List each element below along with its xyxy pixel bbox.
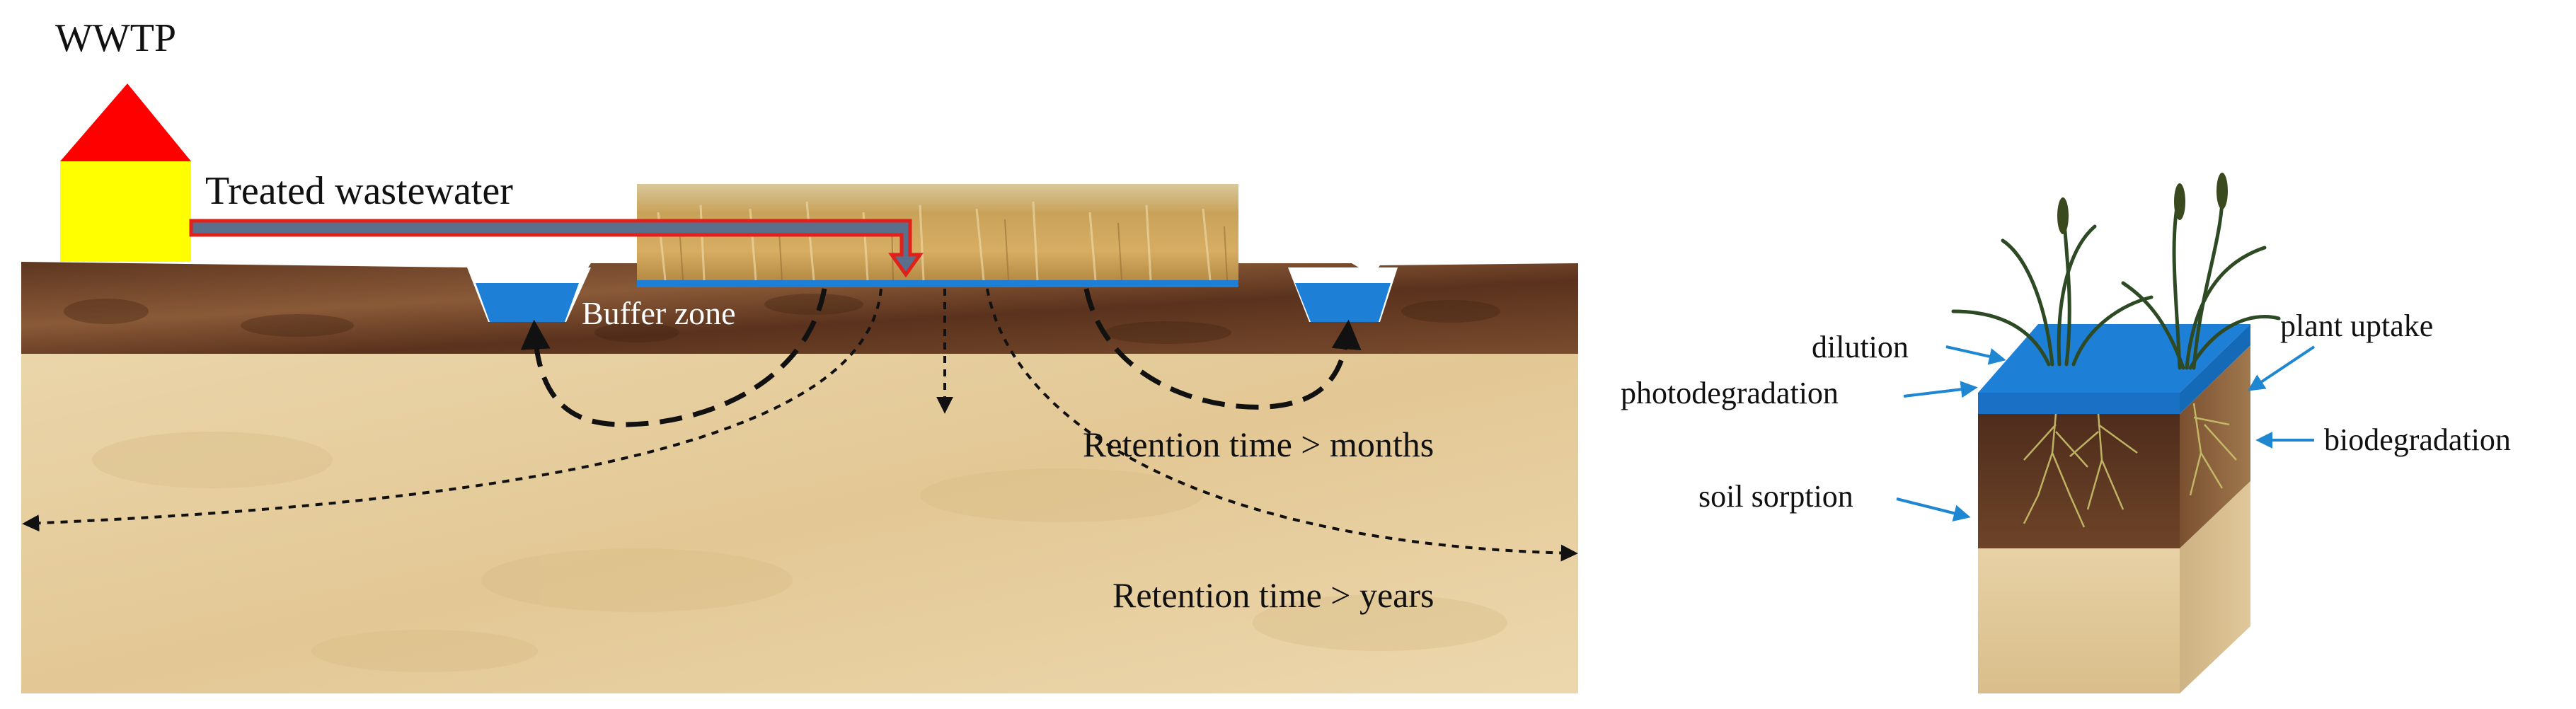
cube-water-top — [1978, 324, 2250, 393]
buffer-zone-label: Buffer zone — [582, 295, 736, 331]
subsoil-layer — [21, 350, 1578, 693]
dilution-arrow — [1945, 345, 2006, 365]
cube-water-side — [2180, 324, 2250, 414]
cube-subsoil-side — [2180, 481, 2250, 693]
root-system — [2023, 403, 2237, 528]
wetland-cross-section: WWTP Treated wastewater Buffer zone Rete… — [21, 16, 1578, 693]
cattail-heads — [2057, 173, 2228, 234]
process-dilution: dilution — [1812, 330, 1909, 364]
cube-subsoil-front — [1978, 548, 2180, 693]
process-photodegradation: photodegradation — [1621, 376, 1839, 410]
process-soil-sorption: soil sorption — [1698, 479, 1853, 514]
flow-arrow-left-loop — [520, 288, 827, 427]
cube-topsoil-front — [1978, 414, 2180, 548]
wwtp-roof — [60, 83, 191, 161]
flow-label: Treated wastewater — [205, 169, 513, 213]
process-plant-uptake: plant uptake — [2280, 309, 2433, 343]
wwtp-building — [60, 83, 191, 262]
process-biodegradation: biodegradation — [2324, 422, 2511, 457]
soil-sorption-arrow — [1896, 497, 1971, 521]
wwtp-wall — [60, 161, 191, 262]
soil-cube — [1951, 173, 2281, 693]
topsoil-texture — [64, 294, 1500, 344]
retention-months-label: Retention time > months — [1083, 425, 1434, 464]
plant-uptake-arrow — [2248, 345, 2316, 391]
wastewater-pipe — [189, 219, 924, 278]
wwtp-label: WWTP — [55, 16, 176, 60]
right-channel-water — [1295, 283, 1391, 322]
cube-water-front — [1978, 393, 2180, 414]
subsoil-texture — [92, 432, 1507, 672]
cube-topsoil-side — [2180, 345, 2250, 548]
left-channel-water — [476, 283, 579, 322]
process-labels: dilution photodegradation soil sorption … — [1621, 309, 2511, 521]
flow-arrow-deep-left — [22, 288, 882, 532]
flow-arrow-right-loop — [1083, 288, 1362, 410]
wetland-water — [637, 279, 1238, 287]
photodegradation-arrow — [1903, 381, 1978, 398]
retention-years-label: Retention time > years — [1112, 575, 1434, 615]
